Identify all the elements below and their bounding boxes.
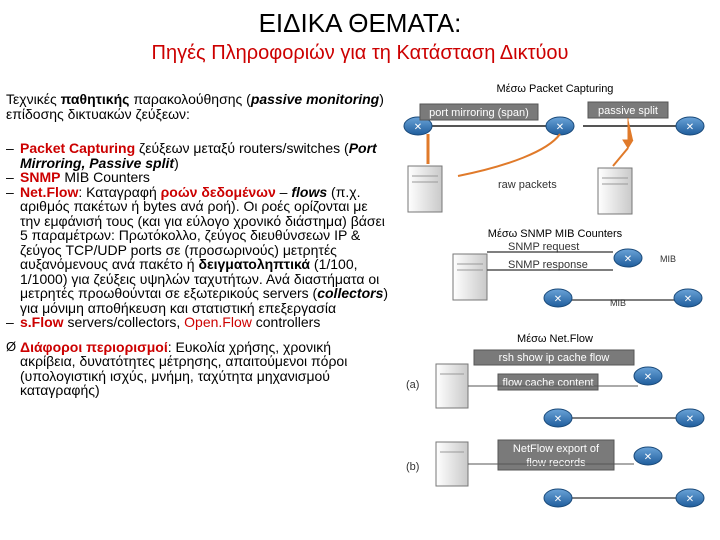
- arrow-bullet-icon: Ø: [6, 338, 17, 354]
- netflow-dash: –: [275, 183, 292, 200]
- router-icon: ✕: [675, 408, 705, 428]
- router-icon: ✕: [403, 116, 433, 136]
- router-icon: ✕: [543, 408, 573, 428]
- text-column: Τεχνικές παθητικής παρακολούθησης (passi…: [6, 92, 390, 398]
- svg-text:✕: ✕: [684, 294, 692, 305]
- split-label: passive split: [598, 105, 658, 117]
- router-icon: ✕: [543, 288, 573, 308]
- netflow-description-2: (1/100, 1/1000) για ζεύξεις υψηλών ταχυτ…: [20, 256, 380, 301]
- svg-text:✕: ✕: [556, 122, 564, 133]
- limitations-term: Διάφοροι περιορισμοί: [20, 338, 168, 355]
- raw-arrow-right: [612, 147, 629, 167]
- svg-text:✕: ✕: [554, 414, 562, 425]
- raw-arrow-left: [457, 133, 561, 177]
- netflow-caption: Μέσω Net.Flow: [517, 333, 593, 345]
- flow-cache-label: flow cache content: [502, 377, 593, 389]
- router-icon: ✕: [543, 488, 573, 508]
- intro-text-3: ) επίδοσης δικτυακών ζεύξεων:: [6, 91, 384, 122]
- server-icon: [452, 253, 488, 301]
- packet-capturing-text: ζεύξεων μεταξύ routers/switches (: [135, 140, 349, 156]
- netflow-export-label: NetFlow export of: [513, 443, 600, 455]
- netflow-description-3: ) για μόνιμη αποθήκευση και στατιστική ε…: [20, 285, 389, 316]
- mib-label-2: MIB: [610, 298, 626, 308]
- server-icon: [407, 165, 443, 213]
- technique-list: Packet Capturing ζεύξεων μεταξύ routers/…: [6, 141, 390, 330]
- openflow-text: controllers: [251, 314, 321, 330]
- netflow-text: : Καταγραφή: [78, 183, 161, 200]
- packet-capturing-methods: Port Mirroring, Passive split: [20, 140, 377, 171]
- list-item-packet-capturing: Packet Capturing ζεύξεων μεταξύ routers/…: [6, 141, 390, 170]
- mib-label: MIB: [660, 254, 676, 264]
- packet-capturing-term: Packet Capturing: [20, 140, 136, 156]
- svg-text:✕: ✕: [686, 494, 694, 505]
- flow-records-label: flow records: [526, 457, 586, 469]
- panel-a-label: (a): [406, 379, 419, 391]
- openflow-term: Open.Flow: [184, 314, 252, 330]
- svg-text:✕: ✕: [554, 294, 562, 305]
- snmp-response-label: SNMP response: [508, 259, 588, 271]
- router-icon: ✕: [675, 488, 705, 508]
- split-arrow: [622, 118, 634, 149]
- server-icon: [597, 167, 633, 215]
- list-item-sflow: s.Flow servers/collectors, Open.Flow con…: [6, 315, 390, 330]
- capture-caption: Μέσω Packet Capturing: [496, 83, 614, 95]
- netflow-sampling: δειγματοληπτικά: [198, 256, 311, 272]
- snmp-term: SNMP: [20, 169, 61, 185]
- snmp-diagram: SNMP request SNMP response ✕ MIB ✕ ✕ MIB: [452, 241, 703, 308]
- packet-capture-diagram: ✕ ✕ ✕ port mirroring (span) passive spli…: [403, 101, 705, 215]
- svg-text:✕: ✕: [644, 372, 652, 383]
- svg-text:✕: ✕: [414, 122, 422, 133]
- router-icon: ✕: [633, 366, 663, 386]
- router-icon: ✕: [673, 288, 703, 308]
- intro-text: Τεχνικές: [6, 91, 61, 107]
- netflow-collectors: collectors: [317, 285, 384, 301]
- slide-title: ΕΙΔΙΚΑ ΘΕΜΑΤΑ:: [258, 8, 462, 38]
- snmp-text: MIB Counters: [60, 169, 150, 185]
- netflow-term: Net.Flow: [20, 183, 79, 200]
- svg-text:✕: ✕: [686, 122, 694, 133]
- router-icon: ✕: [675, 116, 705, 136]
- server-icon: [435, 363, 469, 409]
- server-icon: [435, 441, 469, 487]
- list-item-netflow: Net.Flow: Καταγραφή ροών δεδομένων – flo…: [6, 183, 390, 316]
- svg-text:✕: ✕: [554, 494, 562, 505]
- router-icon: ✕: [633, 446, 663, 466]
- sflow-text: servers/collectors,: [63, 314, 185, 330]
- netflow-flows: flows: [291, 183, 328, 200]
- intro-passive: παθητικής: [60, 91, 130, 107]
- mirror-label: port mirroring (span): [429, 107, 529, 119]
- router-icon: ✕: [545, 116, 575, 136]
- slide-subtitle: Πηγές Πληροφοριών για τη Κατάσταση Δικτύ…: [151, 42, 569, 64]
- panel-b-label: (b): [406, 461, 419, 473]
- svg-text:✕: ✕: [686, 414, 694, 425]
- svg-text:✕: ✕: [624, 254, 632, 265]
- netflow-diagram: (a) (b) rsh show ip cache flow flow cach…: [406, 349, 705, 508]
- limitations-text: : Ευκολία χρήσης, χρονική ακρίβεια, δυνα…: [20, 338, 348, 398]
- intro-text-2: παρακολούθησης (: [129, 91, 251, 107]
- snmp-request-label: SNMP request: [508, 241, 579, 253]
- intro-passive-monitoring: passive monitoring: [250, 91, 380, 107]
- mirror-label-box: [419, 103, 539, 121]
- svg-text:✕: ✕: [644, 452, 652, 463]
- netflow-flows-term: ροών δεδομένων: [160, 183, 276, 200]
- raw-packets-label: raw packets: [498, 179, 557, 191]
- intro-paragraph: Τεχνικές παθητικής παρακολούθησης (passi…: [6, 92, 390, 121]
- rsh-command-label: rsh show ip cache flow: [499, 352, 610, 364]
- sflow-term: s.Flow: [20, 314, 64, 330]
- snmp-caption: Μέσω SNMP MIB Counters: [487, 228, 623, 240]
- packet-capturing-close: ): [174, 154, 179, 171]
- netflow-description: (π.χ. αριθμός πακέτων ή bytes ανά ροή). …: [20, 183, 385, 272]
- router-icon: ✕: [613, 248, 643, 268]
- list-item-snmp: SNMP MIB Counters: [6, 170, 390, 185]
